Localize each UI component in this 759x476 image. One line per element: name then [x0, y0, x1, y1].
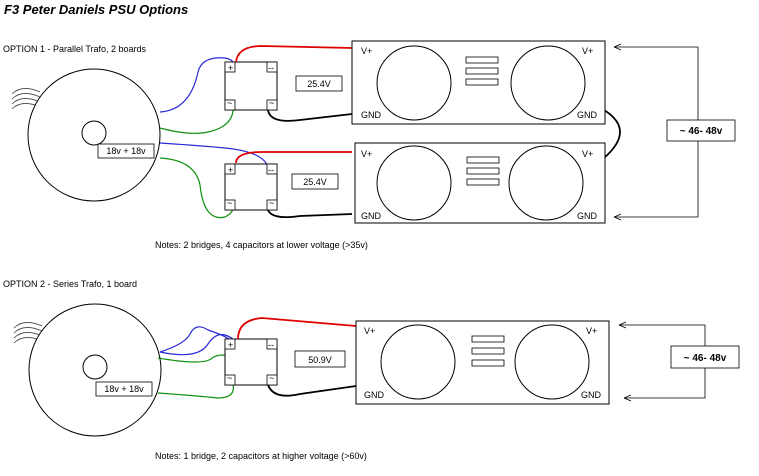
- page-title: F3 Peter Daniels PSU Options: [4, 2, 188, 17]
- option2-bridge: + -- ~ ~: [224, 338, 278, 386]
- option1-bridge-top: + -- ~ ~: [224, 61, 278, 111]
- vplus-label: V+: [364, 326, 375, 336]
- gnd-label: GND: [361, 110, 382, 120]
- bridge-ac-terminal: ~: [269, 373, 274, 383]
- bridge-minus-terminal: --: [268, 63, 274, 73]
- capacitor: [514, 324, 590, 400]
- bridge-ac-terminal: ~: [227, 373, 232, 383]
- option2-red-wire: [237, 317, 357, 340]
- option1-green-wires: [159, 102, 235, 219]
- option2-green-wires: [157, 354, 235, 399]
- option2-transformer-core: [82, 354, 108, 380]
- option1-bridge-bottom: + -- ~ ~: [224, 163, 278, 211]
- bridge-minus-terminal: --: [268, 165, 274, 175]
- vplus-label: V+: [582, 46, 593, 56]
- option1-trafo-label: 18v + 18v: [106, 146, 146, 156]
- option2-voltage-box: [294, 350, 346, 368]
- option2-blue-wires: [159, 326, 237, 356]
- option2-black-wire: [267, 384, 357, 397]
- option1-notes: Notes: 2 bridges, 4 capacitors at lower …: [155, 240, 368, 250]
- capacitor: [510, 45, 586, 121]
- bridge-ac-terminal: ~: [269, 98, 274, 108]
- option2-transformer: 18v + 18v: [13, 303, 162, 437]
- option1-bottom-voltage-box: [291, 173, 339, 190]
- option1-black-wires: [267, 109, 621, 219]
- capacitor: [376, 145, 452, 221]
- option1-red-wires: [235, 45, 353, 164]
- option2-trafo-label-box: [95, 381, 153, 397]
- vplus-label: V+: [582, 149, 593, 159]
- option2-notes: Notes: 1 bridge, 2 capacitors at higher …: [155, 451, 367, 461]
- bridge-minus-terminal: --: [268, 340, 274, 350]
- option2-output-label: ~ 46- 48v: [684, 353, 727, 364]
- gnd-label: GND: [364, 390, 385, 400]
- option1-transformer-core: [81, 120, 107, 146]
- capacitor: [380, 324, 456, 400]
- option1-board-bottom: V+ V+ GND GND: [354, 142, 606, 224]
- option1-top-voltage-box: [295, 75, 343, 92]
- option1-output-label: ~ 46- 48v: [680, 126, 723, 137]
- bridge-plus-terminal: +: [228, 340, 233, 350]
- vplus-label: V+: [361, 149, 372, 159]
- bridge-plus-terminal: +: [228, 165, 233, 175]
- option2-board: V+ V+ GND GND: [355, 320, 610, 405]
- capacitor: [376, 45, 452, 121]
- vplus-label: V+: [361, 46, 372, 56]
- option1-transformer: 18v + 18v: [11, 68, 161, 202]
- option1-top-voltage: 25.4V: [307, 79, 331, 89]
- gnd-label: GND: [577, 211, 598, 221]
- bridge-ac-terminal: ~: [227, 198, 232, 208]
- option1-board-top: V+ V+ GND GND: [351, 40, 606, 125]
- gnd-label: GND: [581, 390, 602, 400]
- gnd-label: GND: [361, 211, 382, 221]
- option2-heading: OPTION 2 - Series Trafo, 1 board: [3, 279, 137, 289]
- option1-trafo-label-box: [97, 143, 155, 159]
- option1-bottom-voltage: 25.4V: [303, 177, 327, 187]
- bridge-ac-terminal: ~: [269, 198, 274, 208]
- option2-output-box: [670, 345, 740, 369]
- bridge-plus-terminal: +: [228, 63, 233, 73]
- bridge-ac-terminal: ~: [227, 98, 232, 108]
- gnd-label: GND: [577, 110, 598, 120]
- capacitor: [508, 145, 584, 221]
- vplus-label: V+: [586, 326, 597, 336]
- option2-trafo-label: 18v + 18v: [104, 384, 144, 394]
- option1-heading: OPTION 1 - Parallel Trafo, 2 boards: [3, 44, 147, 54]
- option1-output-box: [666, 119, 736, 142]
- option2-voltage: 50.9V: [308, 355, 332, 365]
